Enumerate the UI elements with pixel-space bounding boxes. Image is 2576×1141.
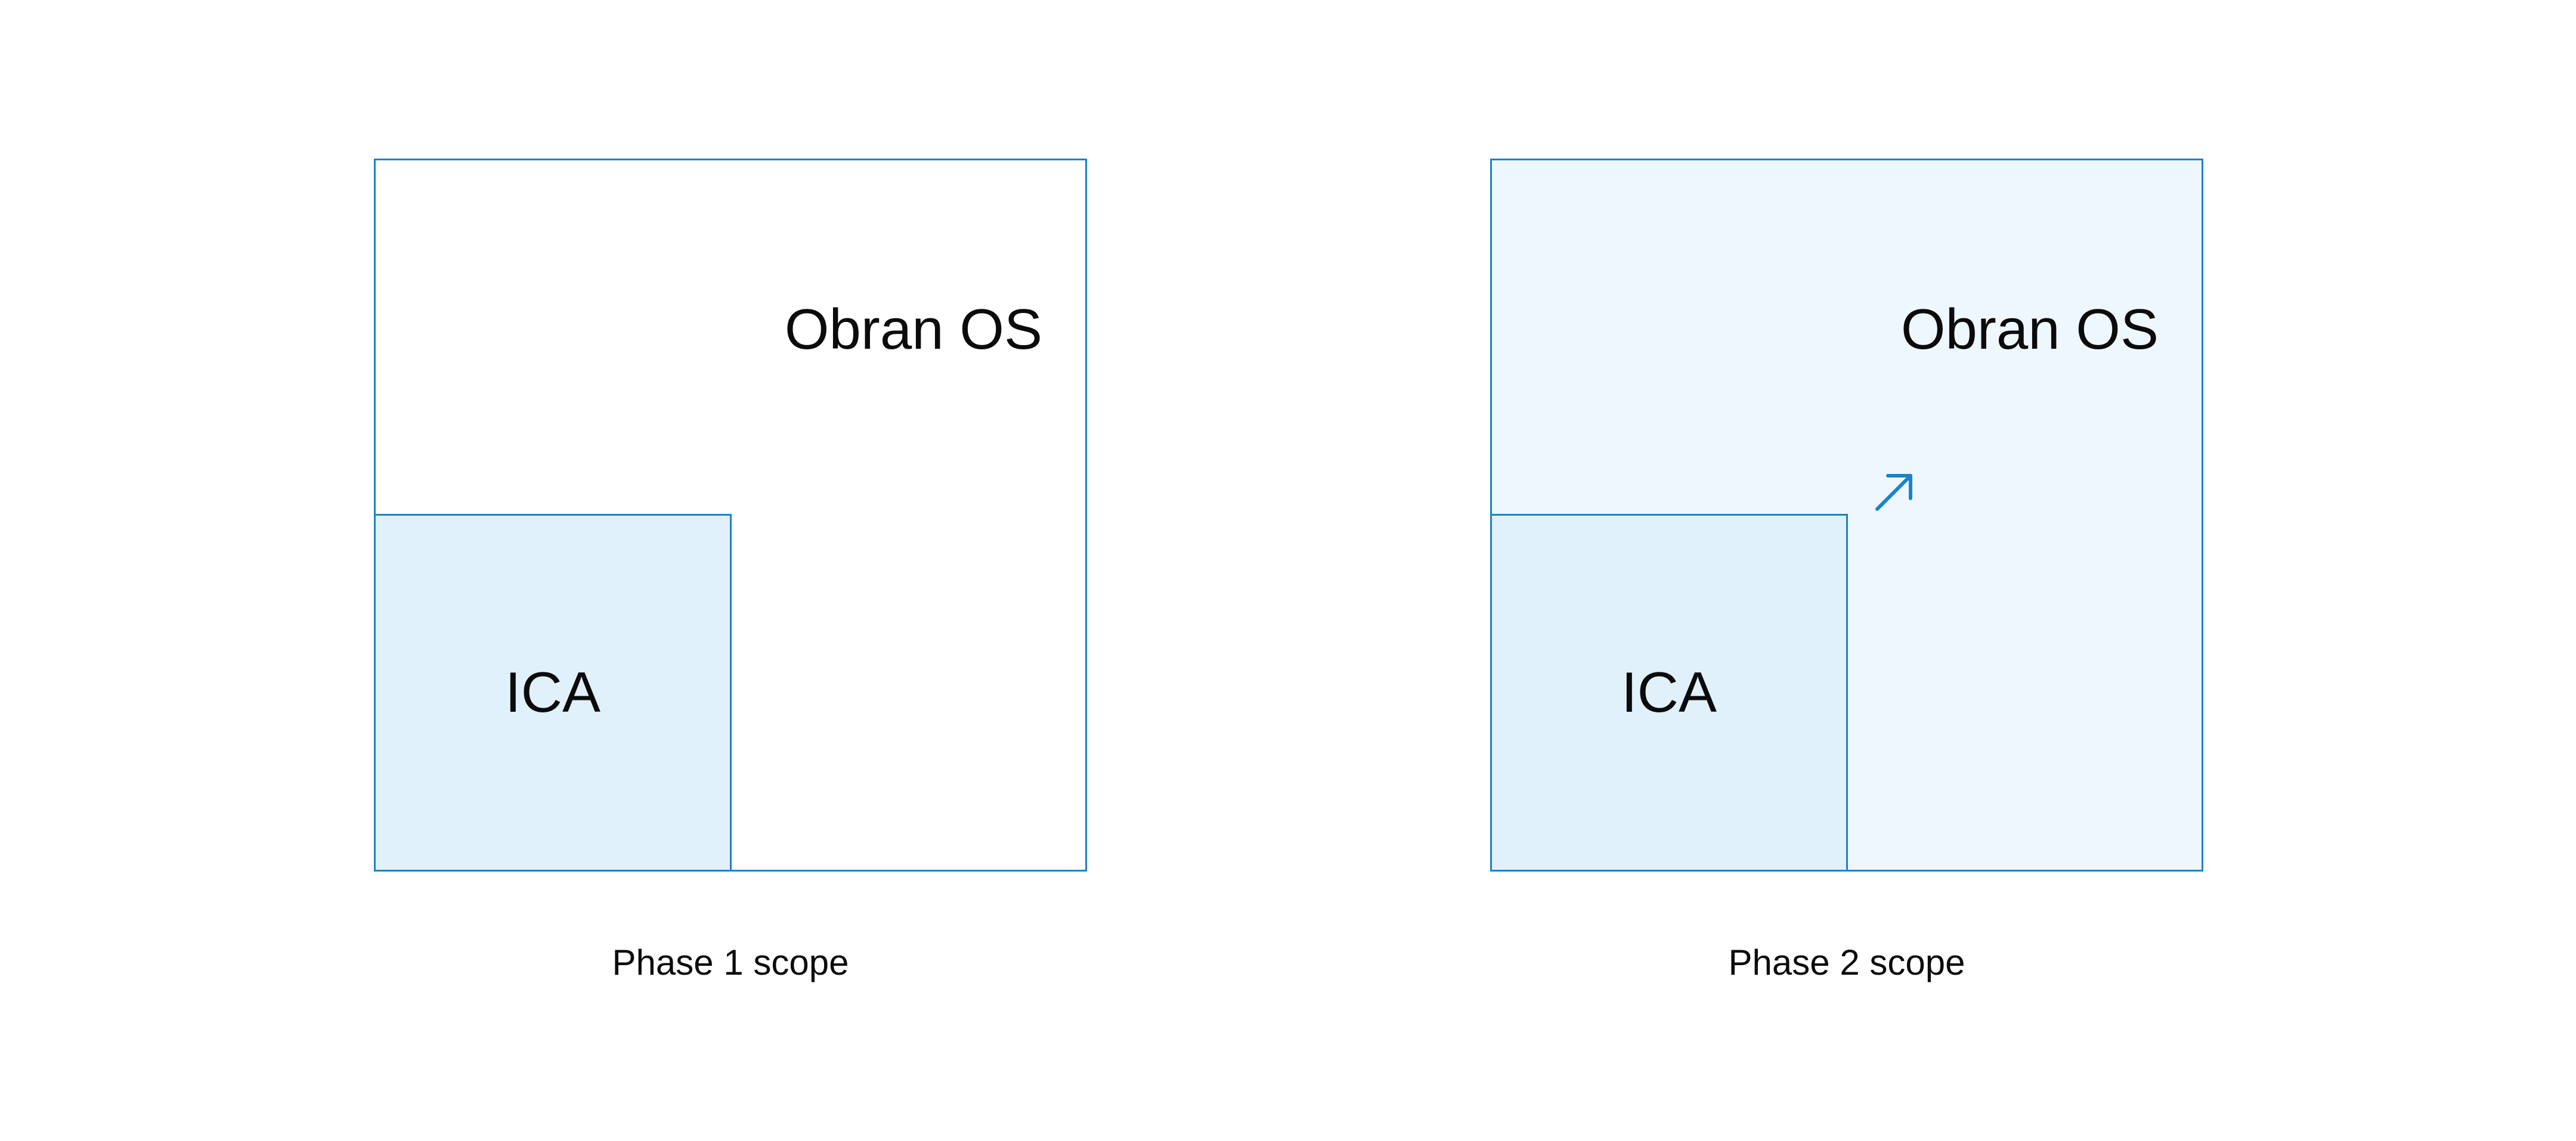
obran-os-box: Obran OS ICA: [374, 159, 1087, 872]
ica-label: ICA: [504, 661, 601, 724]
ica-box: ICA: [374, 514, 732, 872]
obran-os-label: Obran OS: [784, 297, 1042, 361]
ica-label: ICA: [1621, 661, 1717, 724]
phase-2-diagram: Obran OS ICA Phase 2 scope: [1474, 0, 2261, 1141]
phase-2-caption: Phase 2 scope: [1728, 942, 1965, 982]
ica-box: ICA: [1490, 514, 1848, 872]
phase-1-caption: Phase 1 scope: [612, 942, 849, 982]
obran-os-box: Obran OS ICA: [1490, 159, 2203, 872]
obran-os-label: Obran OS: [1900, 297, 2159, 361]
phase-1-diagram: Obran OS ICA Phase 1 scope: [358, 0, 1145, 1141]
arrow-up-right-icon: [1875, 474, 1912, 511]
